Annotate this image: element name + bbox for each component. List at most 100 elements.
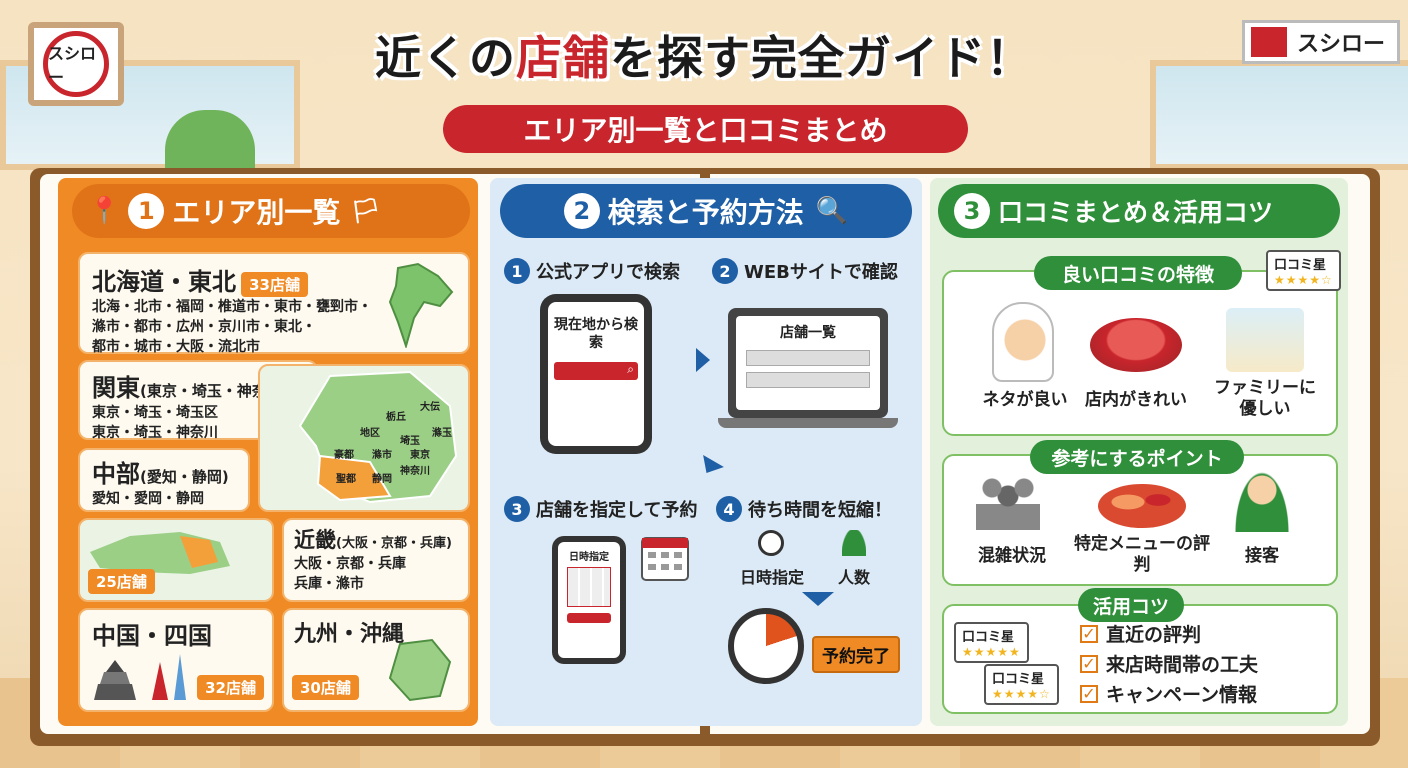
area-prefectures: (愛知・静岡) xyxy=(140,468,229,486)
chef-icon xyxy=(992,302,1054,382)
magnifier-icon: 🔍 xyxy=(815,196,849,226)
review-star-card[interactable]: 口コミ星 ★★★★☆ xyxy=(1266,250,1341,291)
area-cities-line: 兵庫・滌市 xyxy=(294,576,364,592)
arrow-down-left-icon xyxy=(696,454,724,480)
store-list-row[interactable] xyxy=(746,372,870,388)
search-icon: ⌕ xyxy=(627,362,634,376)
reviews-panel: 3 口コミまとめ＆活用コツ 良い口コミの特徴 口コミ星 ★★★★☆ ネタが良い … xyxy=(930,178,1348,726)
area-cities-line: 愛知・愛岡・静岡 xyxy=(92,491,204,507)
step-label: WEBサイトで確認 xyxy=(744,262,898,283)
kinki-map-shape xyxy=(90,532,230,574)
title-prefix: 近くの xyxy=(375,31,516,85)
area-card-chubu[interactable]: 中部(愛知・静岡) 愛知・愛岡・静岡 xyxy=(78,448,250,512)
section-heading: エリア別一覧 xyxy=(172,196,341,229)
background-window-right xyxy=(1150,60,1408,170)
area-list-panel: 📍 1 エリア別一覧 🏳 北海道・東北 33店舗 北海・北市・福岡・椎道市・東市… xyxy=(58,178,478,726)
kanto-map[interactable]: 栃丘 大伝 地区 埼玉 滌玉 豪都 滌市 東京 神奈川 聖都 静岡 xyxy=(258,364,470,512)
arrow-down-icon xyxy=(802,592,834,606)
area-card-hokkaido-tohoku[interactable]: 北海道・東北 33店舗 北海・北市・福岡・椎道市・東市・甕剄市・ 滌市・都市・広… xyxy=(78,252,470,355)
area-card-head: 中部(愛知・静岡) xyxy=(92,454,236,489)
area-prefectures: (東京・埼玉・神奈川) xyxy=(140,382,289,400)
checkbox-icon: ✓ xyxy=(1080,684,1098,703)
map-label: 神奈川 xyxy=(400,466,430,477)
review-star-card[interactable]: 口コミ星 ★★★★☆ xyxy=(984,664,1059,705)
reservation-phone-illustration: 日時指定 xyxy=(552,536,626,664)
map-label: 東京 xyxy=(410,450,430,461)
brand-sign-right: スシロー xyxy=(1242,20,1400,64)
clock-icon xyxy=(758,530,784,556)
calendar-icon xyxy=(641,537,689,581)
point-item-label: 接客 xyxy=(1245,546,1279,566)
store-count-badge: 33店舗 xyxy=(241,272,308,297)
phone-search-bar[interactable]: ⌕ xyxy=(554,362,638,380)
star-rating-icon: ★★★★☆ xyxy=(992,687,1051,701)
smartphone-illustration: 現在地から検索 ⌕ xyxy=(540,294,652,454)
store-list-row[interactable] xyxy=(746,350,870,366)
tip-label: 来店時間帯の工夫 xyxy=(1106,654,1259,676)
map-label: 滌玉 xyxy=(432,428,452,439)
area-name: 関東 xyxy=(92,374,140,402)
review-label: 口コミ星 xyxy=(962,630,1015,645)
section-heading: 口コミまとめ＆活用コツ xyxy=(998,198,1274,227)
map-label: 埼玉 xyxy=(400,436,420,447)
step-number: 2 xyxy=(712,258,738,284)
store-count-badge: 25店舗 xyxy=(88,569,155,594)
map-label: 栃丘 xyxy=(386,412,406,423)
kyushu-map-shape xyxy=(388,638,452,702)
area-name: 九州・沖縄 xyxy=(294,622,405,647)
area-name: 近畿 xyxy=(294,528,336,552)
area-card-kyushu-okinawa[interactable]: 九州・沖縄 30店舗 xyxy=(282,608,470,712)
review-star-card[interactable]: 口コミ星 ★★★★★ xyxy=(954,622,1029,663)
step-number: 4 xyxy=(716,496,742,522)
area-card-head: 関東(東京・埼玉・神奈川) xyxy=(92,368,304,403)
hokkaido-map-icon xyxy=(388,262,454,348)
section-number: 1 xyxy=(128,193,165,229)
option-label: 人数 xyxy=(838,568,871,587)
good-item-label: ファミリーに優しい xyxy=(1214,378,1316,419)
laptop-screen-title: 店舗一覧 xyxy=(780,325,836,341)
area-card-head: 近畿(大阪・京都・兵庫) xyxy=(294,524,458,554)
tuna-sushi-icon xyxy=(1090,318,1182,372)
map-label: 豪都 xyxy=(334,450,354,461)
area-prefectures: (大阪・京都・兵庫) xyxy=(336,536,452,551)
map-label: 滌市 xyxy=(372,450,392,461)
review-label: 口コミ星 xyxy=(992,672,1045,687)
phone-screen: 現在地から検索 ⌕ xyxy=(548,302,644,446)
step-web-confirm: 2 WEBサイトで確認 xyxy=(712,258,898,284)
step-select-store: 3 店舗を指定して予約 xyxy=(504,496,697,522)
option-label: 日時指定 xyxy=(740,568,805,587)
area-card-kinki[interactable]: 近畿(大阪・京都・兵庫) 大阪・京都・兵庫 兵庫・滌市 xyxy=(282,518,470,602)
tip-label: キャンペーン情報 xyxy=(1106,684,1258,706)
brand-sign-left: スシロー xyxy=(28,22,124,106)
reviews-header: 3 口コミまとめ＆活用コツ xyxy=(938,184,1340,238)
reserve-button[interactable] xyxy=(567,613,611,623)
area-cities-line: 東京・埼玉・神奈川 xyxy=(92,425,218,441)
section-number: 2 xyxy=(563,193,600,229)
calendar-grid[interactable] xyxy=(567,567,611,607)
area-name: 北海道・東北 xyxy=(92,268,236,296)
person-icon xyxy=(842,530,866,556)
point-item-label: 特定メニューの評判 xyxy=(1074,534,1210,575)
area-cities-line: 北海・北市・福岡・椎道市・東市・甕剄市・ xyxy=(92,299,372,315)
tip-item: ✓ 直近の評判 xyxy=(1080,620,1201,647)
star-rating-icon: ★★★★★ xyxy=(962,645,1021,659)
area-card-chugoku-shikoku[interactable]: 中国・四国 32店舗 xyxy=(78,608,274,712)
tips-title: 活用コツ xyxy=(1078,588,1184,622)
review-label: 口コミ星 xyxy=(1274,258,1327,273)
laptop-base xyxy=(718,418,898,428)
good-reviews-title: 良い口コミの特徴 xyxy=(1034,256,1242,290)
title-suffix: を探す完全ガイド！ xyxy=(610,31,1033,85)
kinki-map-card[interactable]: 25店舗 xyxy=(78,518,274,602)
step-number: 3 xyxy=(504,496,530,522)
area-card-head: 北海道・東北 33店舗 xyxy=(92,262,456,297)
brand-sign-text: スシロー xyxy=(1297,32,1386,57)
store-count-badge: 32店舗 xyxy=(197,675,264,700)
area-name: 中部 xyxy=(92,460,140,488)
tip-item: ✓ 来店時間帯の工夫 xyxy=(1080,650,1258,677)
checkbox-icon: ✓ xyxy=(1080,654,1098,673)
map-label: 静岡 xyxy=(372,474,392,485)
map-pin-icon: 📍 xyxy=(88,196,121,226)
map-label: 聖都 xyxy=(336,474,356,485)
store-count-badge: 30店舗 xyxy=(292,675,359,700)
map-label: 地区 xyxy=(360,428,380,439)
